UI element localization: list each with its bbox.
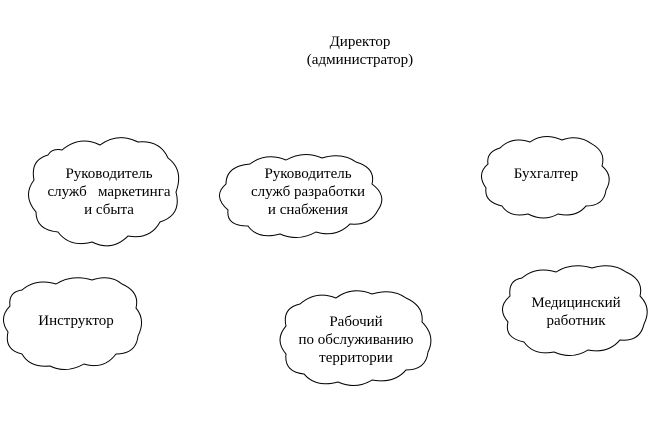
cloud-development-shape <box>219 154 383 238</box>
cloud-marketing-shape <box>28 137 180 247</box>
cloud-medic-shape <box>502 265 648 356</box>
node-instructor-line-1: Инструктор <box>38 313 114 329</box>
director-line-2: (администратор) <box>306 52 414 68</box>
director-line-1: Директор <box>329 34 391 50</box>
node-accountant-line-1: Бухгалтер <box>513 166 579 182</box>
node-worker-line-1: Рабочий <box>329 314 383 330</box>
node-medic-line-2: работник <box>546 313 606 329</box>
cloud-accountant-shape <box>481 136 610 219</box>
node-medic-line-1: Медицинский <box>531 295 621 311</box>
node-worker-label: Рабочий по обслуживанию территории <box>286 313 426 367</box>
director-label: Директор (администратор) <box>280 33 440 69</box>
node-marketing-line-2: служб маркетинга <box>47 184 171 200</box>
node-worker-line-2: по обслуживанию <box>298 332 414 348</box>
cloud-instructor-shape <box>3 277 142 370</box>
node-medic-label: Медицинский работник <box>516 294 636 330</box>
node-worker-line-3: территории <box>319 350 393 366</box>
node-development-line-3: и снабжения <box>267 202 349 218</box>
node-accountant-label: Бухгалтер <box>496 165 596 183</box>
node-marketing-label: Руководитель служб маркетинга и сбыта <box>34 165 184 219</box>
cloud-worker-shape <box>279 290 432 386</box>
node-instructor-label: Инструктор <box>16 312 136 330</box>
node-development-line-2: служб разработки <box>250 184 366 200</box>
node-marketing-line-3: и сбыта <box>84 202 134 218</box>
node-development-line-1: Руководитель <box>264 166 352 182</box>
node-marketing-line-1: Руководитель <box>65 166 153 182</box>
node-development-label: Руководитель служб разработки и снабжени… <box>228 165 388 219</box>
